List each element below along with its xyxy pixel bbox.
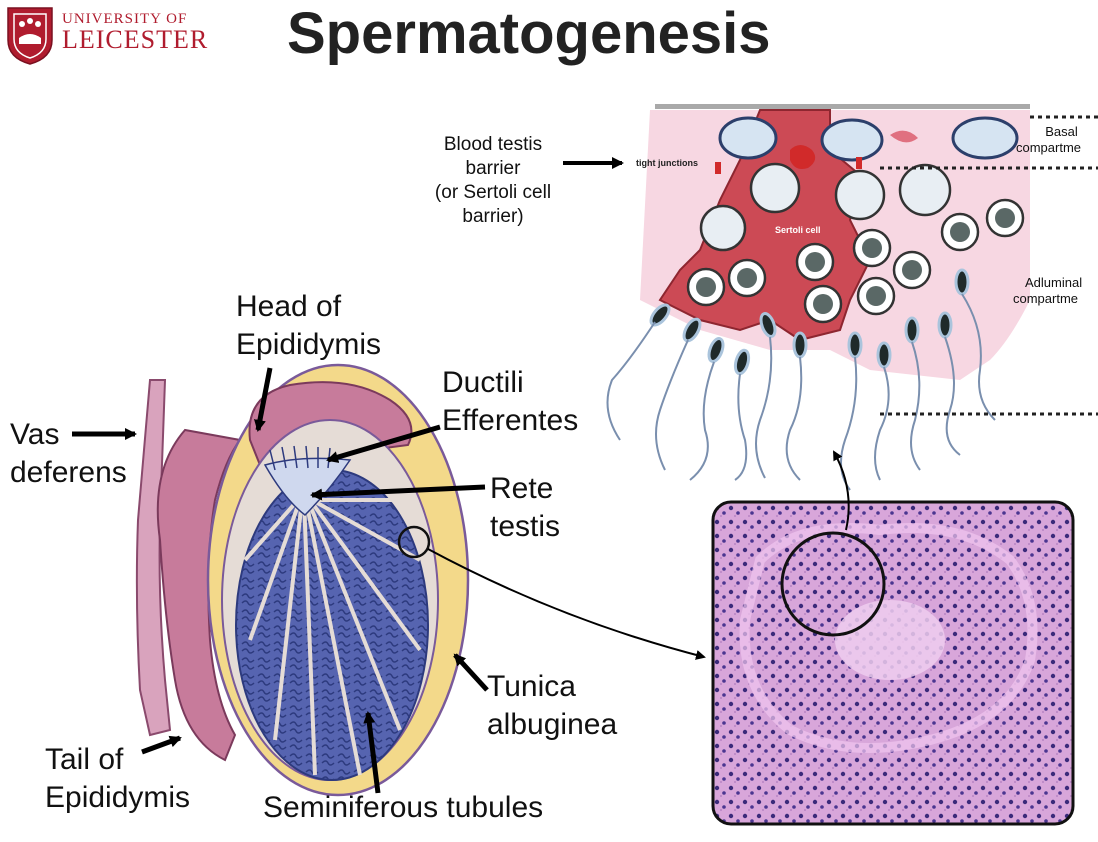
testis-illustration	[137, 365, 468, 795]
label-vas-deferens: Vas deferens	[10, 416, 127, 492]
tight-junction-left	[715, 162, 721, 174]
label-adluminal-compartment: Adluminal compartme	[1013, 275, 1082, 307]
histology-micrograph	[713, 502, 1073, 824]
label-ductili-efferentes: Ductili Efferentes	[442, 364, 578, 440]
zoom-arrow-histology	[428, 549, 704, 657]
basement-membrane	[655, 104, 1030, 109]
label-head-epididymis: Head of Epididymis	[236, 288, 381, 364]
label-blood-testis-barrier: Blood testis barrier (or Sertoli cell ba…	[418, 133, 568, 229]
label-tunica-albuginea: Tunica albuginea	[487, 668, 617, 744]
label-seminiferous-tubules: Seminiferous tubules	[263, 789, 543, 827]
label-basal-compartment: Basal compartme	[1016, 124, 1081, 156]
label-tail-epididymis: Tail of Epididymis	[45, 741, 190, 817]
label-sertoli-cell: Sertoli cell	[775, 225, 821, 235]
spermatogonia	[720, 118, 1017, 160]
tight-junction-right	[856, 157, 862, 169]
label-tight-junctions: tight junctions	[636, 158, 698, 168]
label-rete-testis: Rete testis	[490, 470, 560, 546]
